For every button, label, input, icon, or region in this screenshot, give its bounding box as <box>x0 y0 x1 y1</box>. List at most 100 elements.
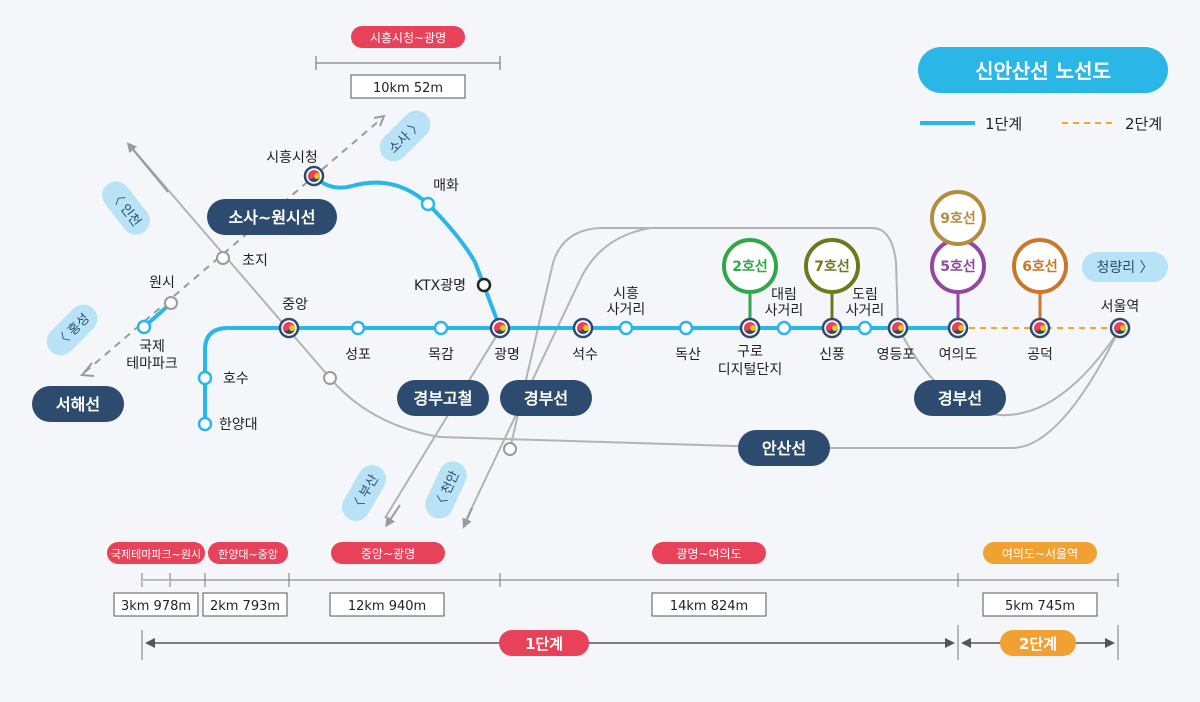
transfer-line7: 7호선 <box>804 238 860 320</box>
label-doksan: 독산 <box>675 347 701 363</box>
incheon-arrow <box>126 142 169 193</box>
gyeongbu-hsr-south-line <box>384 329 501 519</box>
pill-seohae: 서해선 <box>56 395 100 414</box>
station-marker-doksan[interactable] <box>678 320 694 336</box>
gyeongbu-hsr-gray-line <box>466 227 651 519</box>
station-marker-guro-digital[interactable] <box>739 317 761 339</box>
station-marker-seoksu[interactable] <box>572 317 594 339</box>
station-marker-yeongdeungpo[interactable] <box>887 317 909 339</box>
bottom-segments: 국제테마파크~원시 한양대~중앙 중앙~광명 광명~여의도 여의도~서울역 3k… <box>107 542 1119 660</box>
simple-stations <box>136 196 873 432</box>
station-marker-seoul-station[interactable] <box>1109 317 1131 339</box>
station-marker-gwangmyeong[interactable] <box>489 317 511 339</box>
station-marker-intl-theme-park[interactable] <box>136 319 152 335</box>
station-marker-maehwa[interactable] <box>420 196 436 212</box>
station-marker-hanyang-univ[interactable] <box>197 416 213 432</box>
legend-phase1-label: 1단계 <box>985 115 1022 133</box>
segment-4-distance: 14km 824m <box>670 599 748 614</box>
station-marker-gongdeok[interactable] <box>1029 317 1051 339</box>
station-marker-dorim-sageori[interactable] <box>857 320 873 336</box>
label-daerim-sageori-1: 대림 <box>771 287 797 303</box>
transfer-line6: 6호선 <box>1012 238 1068 320</box>
svg-text:청량리 〉: 청량리 〉 <box>1096 260 1153 276</box>
label-singpung: 신풍 <box>819 347 845 363</box>
station-marker-yeouido[interactable] <box>947 317 969 339</box>
label-yeouido: 여의도 <box>939 347 978 363</box>
title-pill: 신안산선 노선도 <box>918 47 1168 93</box>
station-marker-singpung[interactable] <box>821 317 843 339</box>
station-marker-seongpo[interactable] <box>350 320 366 336</box>
direction-busan: 〈 부산 <box>342 465 386 521</box>
station-marker-ktx-gwangmyeong[interactable] <box>476 277 492 293</box>
direction-hongseong: 〈 홍성 <box>46 304 98 356</box>
siheung-branch-line <box>312 174 502 330</box>
label-siheung-city-hall: 시흥시청 <box>266 150 318 166</box>
segment-3-distance: 12km 940m <box>348 599 426 614</box>
label-hanyang-univ: 한양대 <box>219 417 258 433</box>
phase2-pill: 2단계 <box>1019 635 1057 653</box>
station-marker-ansan-line-gray[interactable] <box>323 371 337 385</box>
line2-label: 2호선 <box>732 259 768 275</box>
label-daerim-sageori-2: 사거리 <box>765 303 804 319</box>
legend: 1단계 2단계 <box>920 115 1162 133</box>
label-gwangmyeong: 광명 <box>494 347 520 363</box>
pill-gyeongbu-1: 경부선 <box>524 389 568 408</box>
label-guro-digital-2: 디지털단지 <box>718 362 782 378</box>
station-marker-gyeongbu-gray[interactable] <box>503 442 517 456</box>
station-marker-wonsi[interactable] <box>164 296 178 310</box>
station-labels: 시흥시청 매화 KTX광명 초지 원시 국제 테마파크 중앙 성포 목감 광명 … <box>126 150 1139 433</box>
top-segment: 시흥시청~광명 10km 52m <box>315 26 501 99</box>
pill-gyeongbu-2: 경부선 <box>938 389 982 408</box>
label-dorim-sageori-1: 도림 <box>852 287 878 303</box>
station-marker-mokgam[interactable] <box>433 320 449 336</box>
pill-sosa-wonsi: 소사~원시선 <box>228 208 315 227</box>
station-marker-hosu[interactable] <box>197 370 213 386</box>
transfer-line5-9: 5호선 9호선 <box>930 190 986 320</box>
station-marker-daerim-sageori[interactable] <box>776 320 792 336</box>
hongseong-arrow <box>80 362 95 377</box>
label-dorim-sageori-2: 사거리 <box>846 303 885 319</box>
ansan-gray-line <box>131 147 1119 449</box>
label-gongdeok: 공덕 <box>1027 347 1053 363</box>
label-siheung-sageori-1: 시흥 <box>613 286 639 302</box>
label-maehwa: 매화 <box>433 178 459 194</box>
station-marker-jungang[interactable] <box>278 317 300 339</box>
sosa-arrow <box>373 114 386 127</box>
direction-incheon: 〈 인천 <box>102 181 150 235</box>
line-name-pills: 소사~원시선 서해선 경부고철 경부선 경부선 안산선 <box>32 199 1006 466</box>
line9-label: 9호선 <box>940 211 976 227</box>
label-yeongdeungpo: 영등포 <box>877 347 916 363</box>
segment-2-distance: 2km 793m <box>210 599 280 614</box>
direction-cheonan: 〈 천안 <box>425 461 467 519</box>
transfer-line2: 2호선 <box>722 238 778 320</box>
seohae-dashed-line <box>84 119 381 373</box>
top-segment-distance: 10km 52m <box>373 81 443 96</box>
label-wonsi: 원시 <box>149 275 175 291</box>
label-jungang: 중앙 <box>282 297 308 313</box>
phase1-pill: 1단계 <box>525 635 563 653</box>
pill-ansan: 안산선 <box>762 439 806 458</box>
label-intl-theme-park-1: 국제 <box>139 339 165 355</box>
line6-label: 6호선 <box>1022 259 1058 275</box>
label-guro-digital-1: 구로 <box>737 344 763 360</box>
line7-label: 7호선 <box>814 259 850 275</box>
station-marker-siheung-sageori[interactable] <box>618 320 634 336</box>
segment-1-label: 국제테마파크~원시 <box>111 548 201 561</box>
segment-4-label: 광명~여의도 <box>676 547 741 561</box>
main-blue-line <box>203 326 960 426</box>
station-marker-choji[interactable] <box>216 251 230 265</box>
gyeongbu-east-gray-line <box>897 326 1119 417</box>
gyeongbu-gray-line <box>509 227 899 450</box>
busan-arrow <box>385 504 401 528</box>
segment-2-label: 한양대~중앙 <box>218 548 278 561</box>
cheonan-arrow <box>462 507 473 529</box>
label-choji: 초지 <box>242 253 268 269</box>
station-marker-siheung-city-hall[interactable] <box>303 165 325 187</box>
label-siheung-sageori-2: 사거리 <box>607 302 646 318</box>
label-ktx-gwangmyeong: KTX광명 <box>414 278 466 294</box>
label-seongpo: 성포 <box>345 347 371 363</box>
label-mokgam: 목감 <box>428 347 454 363</box>
direction-cheongnyangni: 청량리 〉 <box>1082 252 1168 282</box>
line5-label: 5호선 <box>940 259 976 275</box>
